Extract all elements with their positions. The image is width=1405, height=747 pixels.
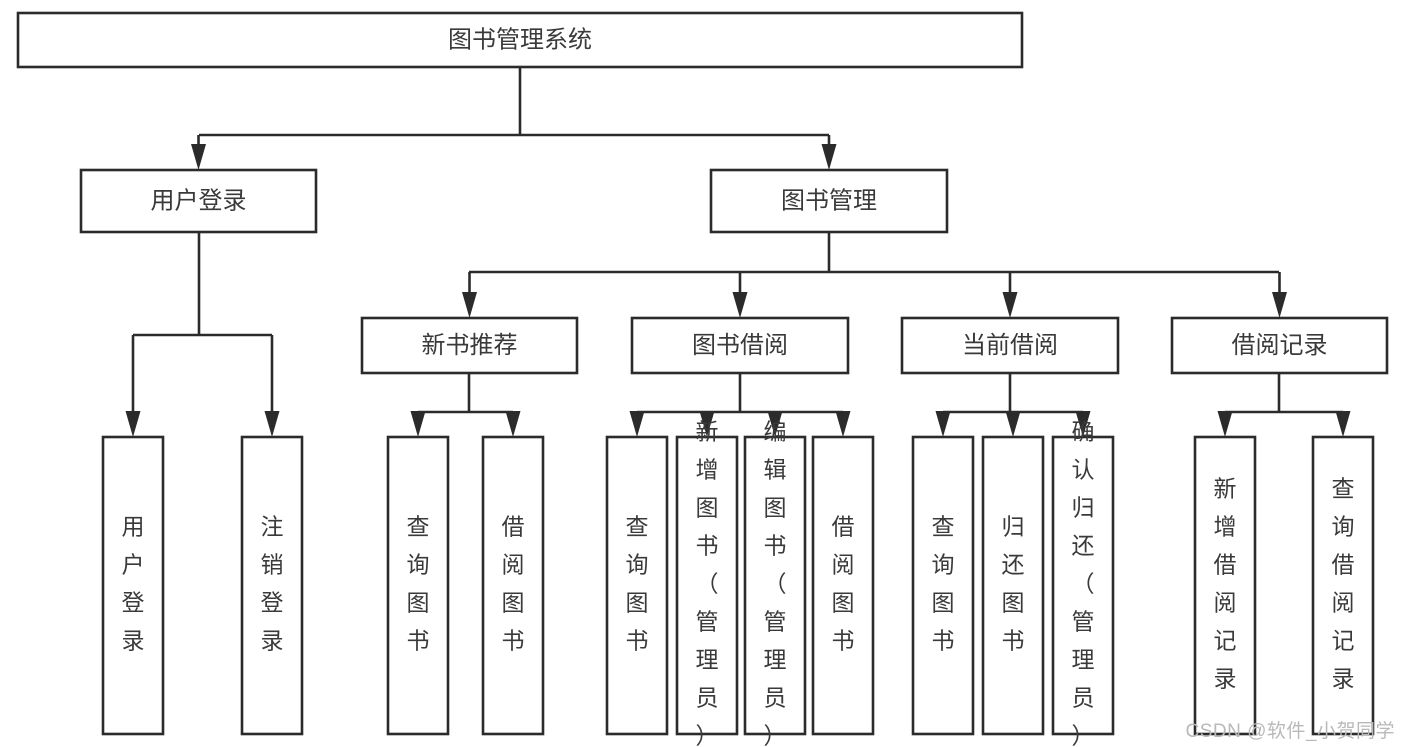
edge-book_manage-to-borrow_record: [1272, 272, 1287, 318]
node-label: 用户登录: [151, 187, 247, 214]
node-label: 借阅记录: [1232, 332, 1328, 359]
node-label: 归还图书: [1002, 514, 1025, 654]
new-book-bus: [418, 373, 513, 414]
edge-book_manage-to-new_book_rec: [462, 272, 477, 318]
node-leaf-return-book[interactable]: 归还图书: [981, 435, 1045, 736]
edge-book_borrow-to-leaf_edit_book: [767, 411, 783, 437]
borrow-record-bus: [1225, 373, 1343, 414]
node-label: 新增图书（管理员）: [696, 419, 719, 747]
node-leaf-edit-book[interactable]: 编辑图书（管理员）: [743, 419, 807, 747]
node-leaf-confirm-return[interactable]: 确认归还（管理员）: [1051, 419, 1115, 747]
edge-borrow_record-to-leaf_add_record: [1217, 411, 1233, 437]
edge-root-to-book_manage: [821, 135, 837, 170]
node-leaf-add-book[interactable]: 新增图书（管理员）: [675, 419, 739, 747]
node-leaf-add-record[interactable]: 新增借阅记录: [1193, 435, 1257, 736]
node-layer: 图书管理系统用户登录图书管理新书推荐图书借阅当前借阅借阅记录用户登录注销登录查询…: [16, 11, 1389, 747]
node-label: 图书管理系统: [448, 26, 592, 53]
node-book-manage[interactable]: 图书管理: [709, 168, 949, 234]
node-label: 注销登录: [261, 514, 284, 654]
node-root[interactable]: 图书管理系统: [16, 11, 1024, 69]
node-leaf-query-record[interactable]: 查询借阅记录: [1311, 435, 1375, 736]
edge-current_borrow-to-leaf_confirm_return: [1075, 411, 1091, 437]
edge-current_borrow-to-leaf_query_book_3: [935, 411, 951, 437]
node-label: 查询图书: [407, 514, 430, 654]
node-label: 借阅图书: [832, 514, 855, 654]
node-label: 查询借阅记录: [1332, 476, 1355, 692]
book-borrow-bus: [637, 373, 843, 414]
node-borrow-record[interactable]: 借阅记录: [1170, 316, 1389, 375]
root-bus: [199, 67, 829, 137]
edge-current_borrow-to-leaf_return_book: [1005, 411, 1021, 437]
user-login-bus: [133, 232, 272, 337]
node-leaf-query-book-3[interactable]: 查询图书: [911, 435, 975, 736]
node-label: 新增借阅记录: [1214, 476, 1237, 692]
current-borrow-bus: [943, 373, 1083, 414]
node-leaf-user-login[interactable]: 用户登录: [101, 435, 165, 736]
edge-book_borrow-to-leaf_borrow_book_2: [835, 411, 851, 437]
node-leaf-query-book-2[interactable]: 查询图书: [605, 435, 669, 736]
node-label: 查询图书: [626, 514, 649, 654]
edge-new_book_rec-to-leaf_query_book_1: [410, 411, 426, 437]
node-label: 用户登录: [122, 514, 145, 654]
node-user-login[interactable]: 用户登录: [79, 168, 318, 234]
node-label: 借阅图书: [502, 514, 525, 654]
connector-layer: [125, 67, 1351, 437]
edge-root-to-user_login: [191, 135, 206, 170]
edge-new_book_rec-to-leaf_borrow_book_1: [505, 411, 521, 437]
node-book-borrow[interactable]: 图书借阅: [630, 316, 850, 375]
node-label: 图书管理: [781, 187, 877, 214]
node-leaf-borrow-book-1[interactable]: 借阅图书: [481, 435, 545, 736]
node-label: 确认归还（管理员）: [1072, 419, 1095, 747]
node-label: 当前借阅: [962, 332, 1058, 359]
node-label: 编辑图书（管理员）: [764, 419, 787, 747]
edge-book_manage-to-book_borrow: [732, 272, 748, 318]
csdn-watermark: CSDN @软件_小贺同学: [1185, 721, 1395, 742]
edge-book_manage-to-current_borrow: [1002, 272, 1018, 318]
node-current-borrow[interactable]: 当前借阅: [900, 316, 1120, 375]
book-manage-bus: [469, 232, 1279, 274]
edge-user_login-to-leaf_user_login: [125, 335, 141, 437]
node-label: 新书推荐: [422, 332, 518, 359]
node-label: 图书借阅: [692, 332, 788, 359]
node-leaf-query-book-1[interactable]: 查询图书: [386, 435, 450, 736]
edge-borrow_record-to-leaf_query_record: [1335, 411, 1351, 437]
node-new-book-rec[interactable]: 新书推荐: [360, 316, 579, 375]
edge-user_login-to-leaf_logout: [264, 335, 280, 437]
node-leaf-borrow-book-2[interactable]: 借阅图书: [811, 435, 875, 736]
edge-book_borrow-to-leaf_query_book_2: [629, 411, 645, 437]
node-leaf-logout[interactable]: 注销登录: [240, 435, 304, 736]
node-label: 查询图书: [932, 514, 955, 654]
edge-book_borrow-to-leaf_add_book: [699, 411, 715, 437]
